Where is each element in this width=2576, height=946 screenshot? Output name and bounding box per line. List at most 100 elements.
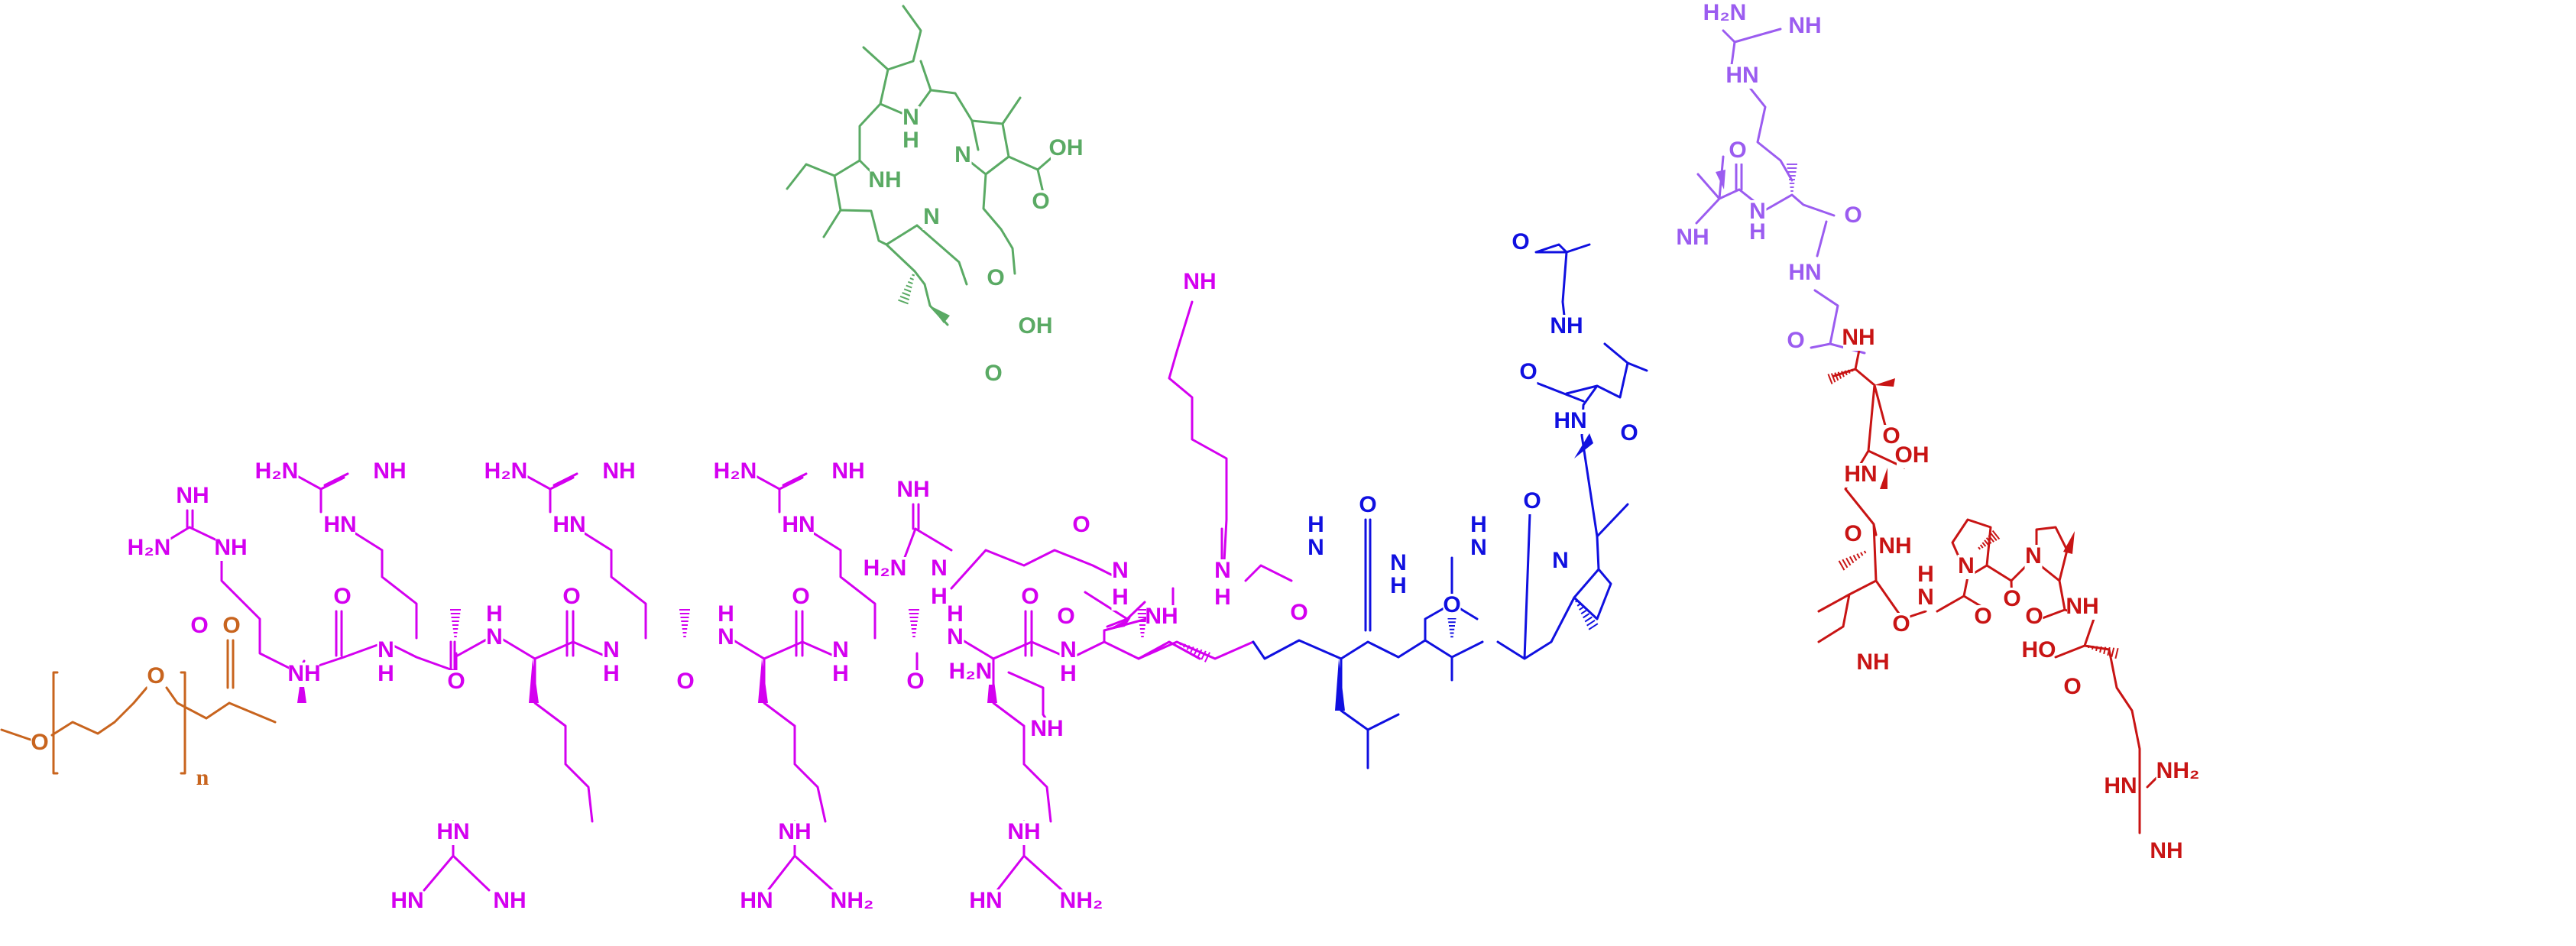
hash-bond <box>903 288 912 293</box>
label-background <box>2024 545 2043 569</box>
atom-label: H <box>1060 661 1077 686</box>
atom-label: N <box>718 624 734 650</box>
label-background <box>2025 605 2043 630</box>
hash-bond <box>2111 647 2115 658</box>
atom-label: HO <box>2022 637 2056 663</box>
label-background <box>1858 651 1888 675</box>
atom-label: H <box>931 584 948 609</box>
label-background <box>1032 718 1062 742</box>
atom-label: O <box>1892 611 1910 637</box>
label-background <box>1111 586 1129 611</box>
label-background <box>898 478 928 503</box>
label-background <box>1307 513 1325 538</box>
label-background <box>554 513 585 538</box>
chlorin-bonds <box>786 5 1056 326</box>
label-background <box>31 731 49 756</box>
atom-label: N <box>603 637 620 663</box>
hash-bond <box>909 277 914 280</box>
label-background <box>930 557 948 582</box>
label-background <box>377 639 395 663</box>
label-background <box>1469 536 1488 561</box>
wedge-bond <box>1874 378 1895 387</box>
atom-label: O <box>1844 202 1862 228</box>
wedge-bond <box>1574 433 1593 458</box>
hash-bond <box>1847 369 1851 374</box>
label-background <box>485 603 504 627</box>
atom-label: H <box>832 661 849 686</box>
atom-label: O <box>222 613 240 638</box>
polyarg2-bonds <box>455 471 647 823</box>
atom-label: N <box>377 637 394 663</box>
label-background <box>127 536 171 561</box>
polyarg4-bonds <box>957 591 1255 823</box>
label-background <box>289 663 319 687</box>
atom-label: O <box>987 265 1004 290</box>
atom-label: O <box>333 584 351 609</box>
label-background <box>1729 139 1747 164</box>
wedge-bond <box>529 659 539 703</box>
wedge-bond <box>758 659 768 703</box>
label-background <box>1523 490 1541 514</box>
label-background <box>254 460 299 484</box>
atom-label: HN <box>2104 773 2137 799</box>
atom-label: N <box>923 204 940 229</box>
atom-label: O <box>562 584 580 609</box>
atom-label: N <box>486 624 503 650</box>
label-background <box>602 639 621 663</box>
atom-label: N <box>1390 550 1407 575</box>
hash-bond <box>1586 619 1596 627</box>
atom-label: NH <box>1676 225 1709 250</box>
atom-label: NH <box>1550 313 1583 339</box>
hash-bond <box>1182 643 1187 648</box>
label-background <box>1620 422 1638 446</box>
atom-label: NH <box>1842 325 1874 350</box>
atom-label: O <box>2003 586 2020 611</box>
atom-label: H <box>1917 562 1934 587</box>
atom-label: O <box>1021 584 1039 609</box>
atom-label: H₂N <box>128 535 171 560</box>
hash-bond <box>912 274 915 277</box>
atom-label: O <box>1974 604 1991 629</box>
atom-label: H <box>902 128 919 153</box>
hash-bond <box>1838 560 1845 571</box>
atom-label: O <box>1882 423 1900 449</box>
hash-bond <box>1190 646 1194 653</box>
hash-bond <box>1978 546 1981 550</box>
label-background <box>333 585 352 610</box>
atom-label: H₂N <box>864 556 907 581</box>
atom-label: N <box>1470 535 1487 560</box>
label-background <box>1469 513 1488 538</box>
label-background <box>1790 15 1820 39</box>
label-background <box>830 889 874 914</box>
label-background <box>1290 601 1308 626</box>
atom-label: H₂N <box>1703 0 1747 25</box>
hash-bond <box>1827 374 1833 384</box>
spacer-bonds <box>1695 28 1866 355</box>
atom-label: N <box>931 556 948 581</box>
label-background <box>1790 261 1820 286</box>
label-background <box>717 626 735 650</box>
hash-bond <box>2087 645 2090 649</box>
label-background <box>2067 595 2098 620</box>
hash-bond <box>1197 649 1203 658</box>
label-background <box>954 144 972 168</box>
atom-label: N <box>1060 637 1077 663</box>
atom-label: HN <box>390 888 423 913</box>
hash-bond <box>1979 544 1984 549</box>
atom-label: H <box>947 601 964 627</box>
hash-bond <box>1576 603 1581 607</box>
repeat-unit-label: n <box>196 765 209 790</box>
peg_brackets-bonds <box>52 671 186 775</box>
label-background <box>783 513 814 538</box>
label-background <box>1957 555 1975 579</box>
atom-label: N <box>1749 199 1766 224</box>
label-background <box>1389 552 1408 576</box>
atom-label: H <box>486 601 503 627</box>
atom-label: H₂N <box>255 458 299 484</box>
atom-label: O <box>1032 189 1049 214</box>
atom-label: O <box>1844 521 1862 546</box>
hash-bond <box>899 295 910 301</box>
label-background <box>1917 563 1935 588</box>
hash-bond <box>2099 646 2102 653</box>
atom-label: O <box>1072 512 1090 537</box>
